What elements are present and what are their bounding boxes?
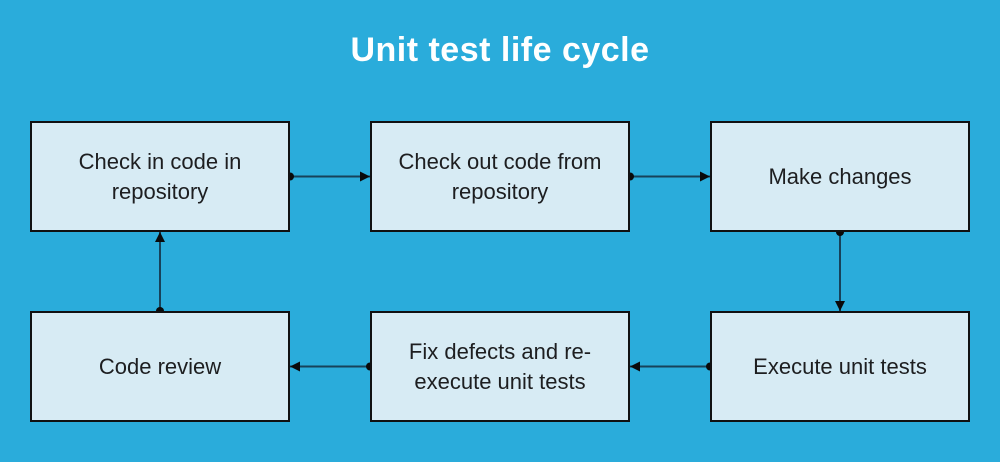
flow-node-check-out: Check out code from repository <box>370 121 630 232</box>
flow-node-make-changes: Make changes <box>710 121 970 232</box>
flow-node-execute-tests: Execute unit tests <box>710 311 970 422</box>
arrowhead-icon <box>360 171 370 182</box>
connector-execute-tests-to-fix-defects <box>630 361 714 372</box>
arrowhead-icon <box>700 171 710 182</box>
flow-node-label-make-changes: Make changes <box>768 163 912 189</box>
diagram-title: Unit test life cycle <box>350 31 650 69</box>
flow-node-label-check-out: Check out code from repository <box>398 148 602 204</box>
connector-check-in-to-check-out <box>286 171 370 182</box>
flow-node-label-fix-defects: Fix defects and re-execute unit tests <box>408 338 592 394</box>
arrowhead-icon <box>290 361 300 372</box>
connector-make-changes-to-execute-tests <box>835 228 845 311</box>
arrowhead-icon <box>630 361 640 372</box>
flow-node-check-in: Check in code in repository <box>30 121 290 232</box>
flow-node-code-review: Code review <box>30 311 290 422</box>
flow-node-label-code-review: Code review <box>98 353 222 379</box>
connector-code-review-to-check-in <box>155 232 165 315</box>
arrowhead-icon <box>835 301 845 311</box>
connector-check-out-to-make-changes <box>626 171 710 182</box>
flow-node-label-execute-tests: Execute unit tests <box>753 353 927 379</box>
arrowhead-icon <box>155 232 165 242</box>
flow-node-fix-defects: Fix defects and re-execute unit tests <box>370 311 630 422</box>
flow-node-label-check-in: Check in code in repository <box>78 148 242 204</box>
connector-fix-defects-to-code-review <box>290 361 374 372</box>
